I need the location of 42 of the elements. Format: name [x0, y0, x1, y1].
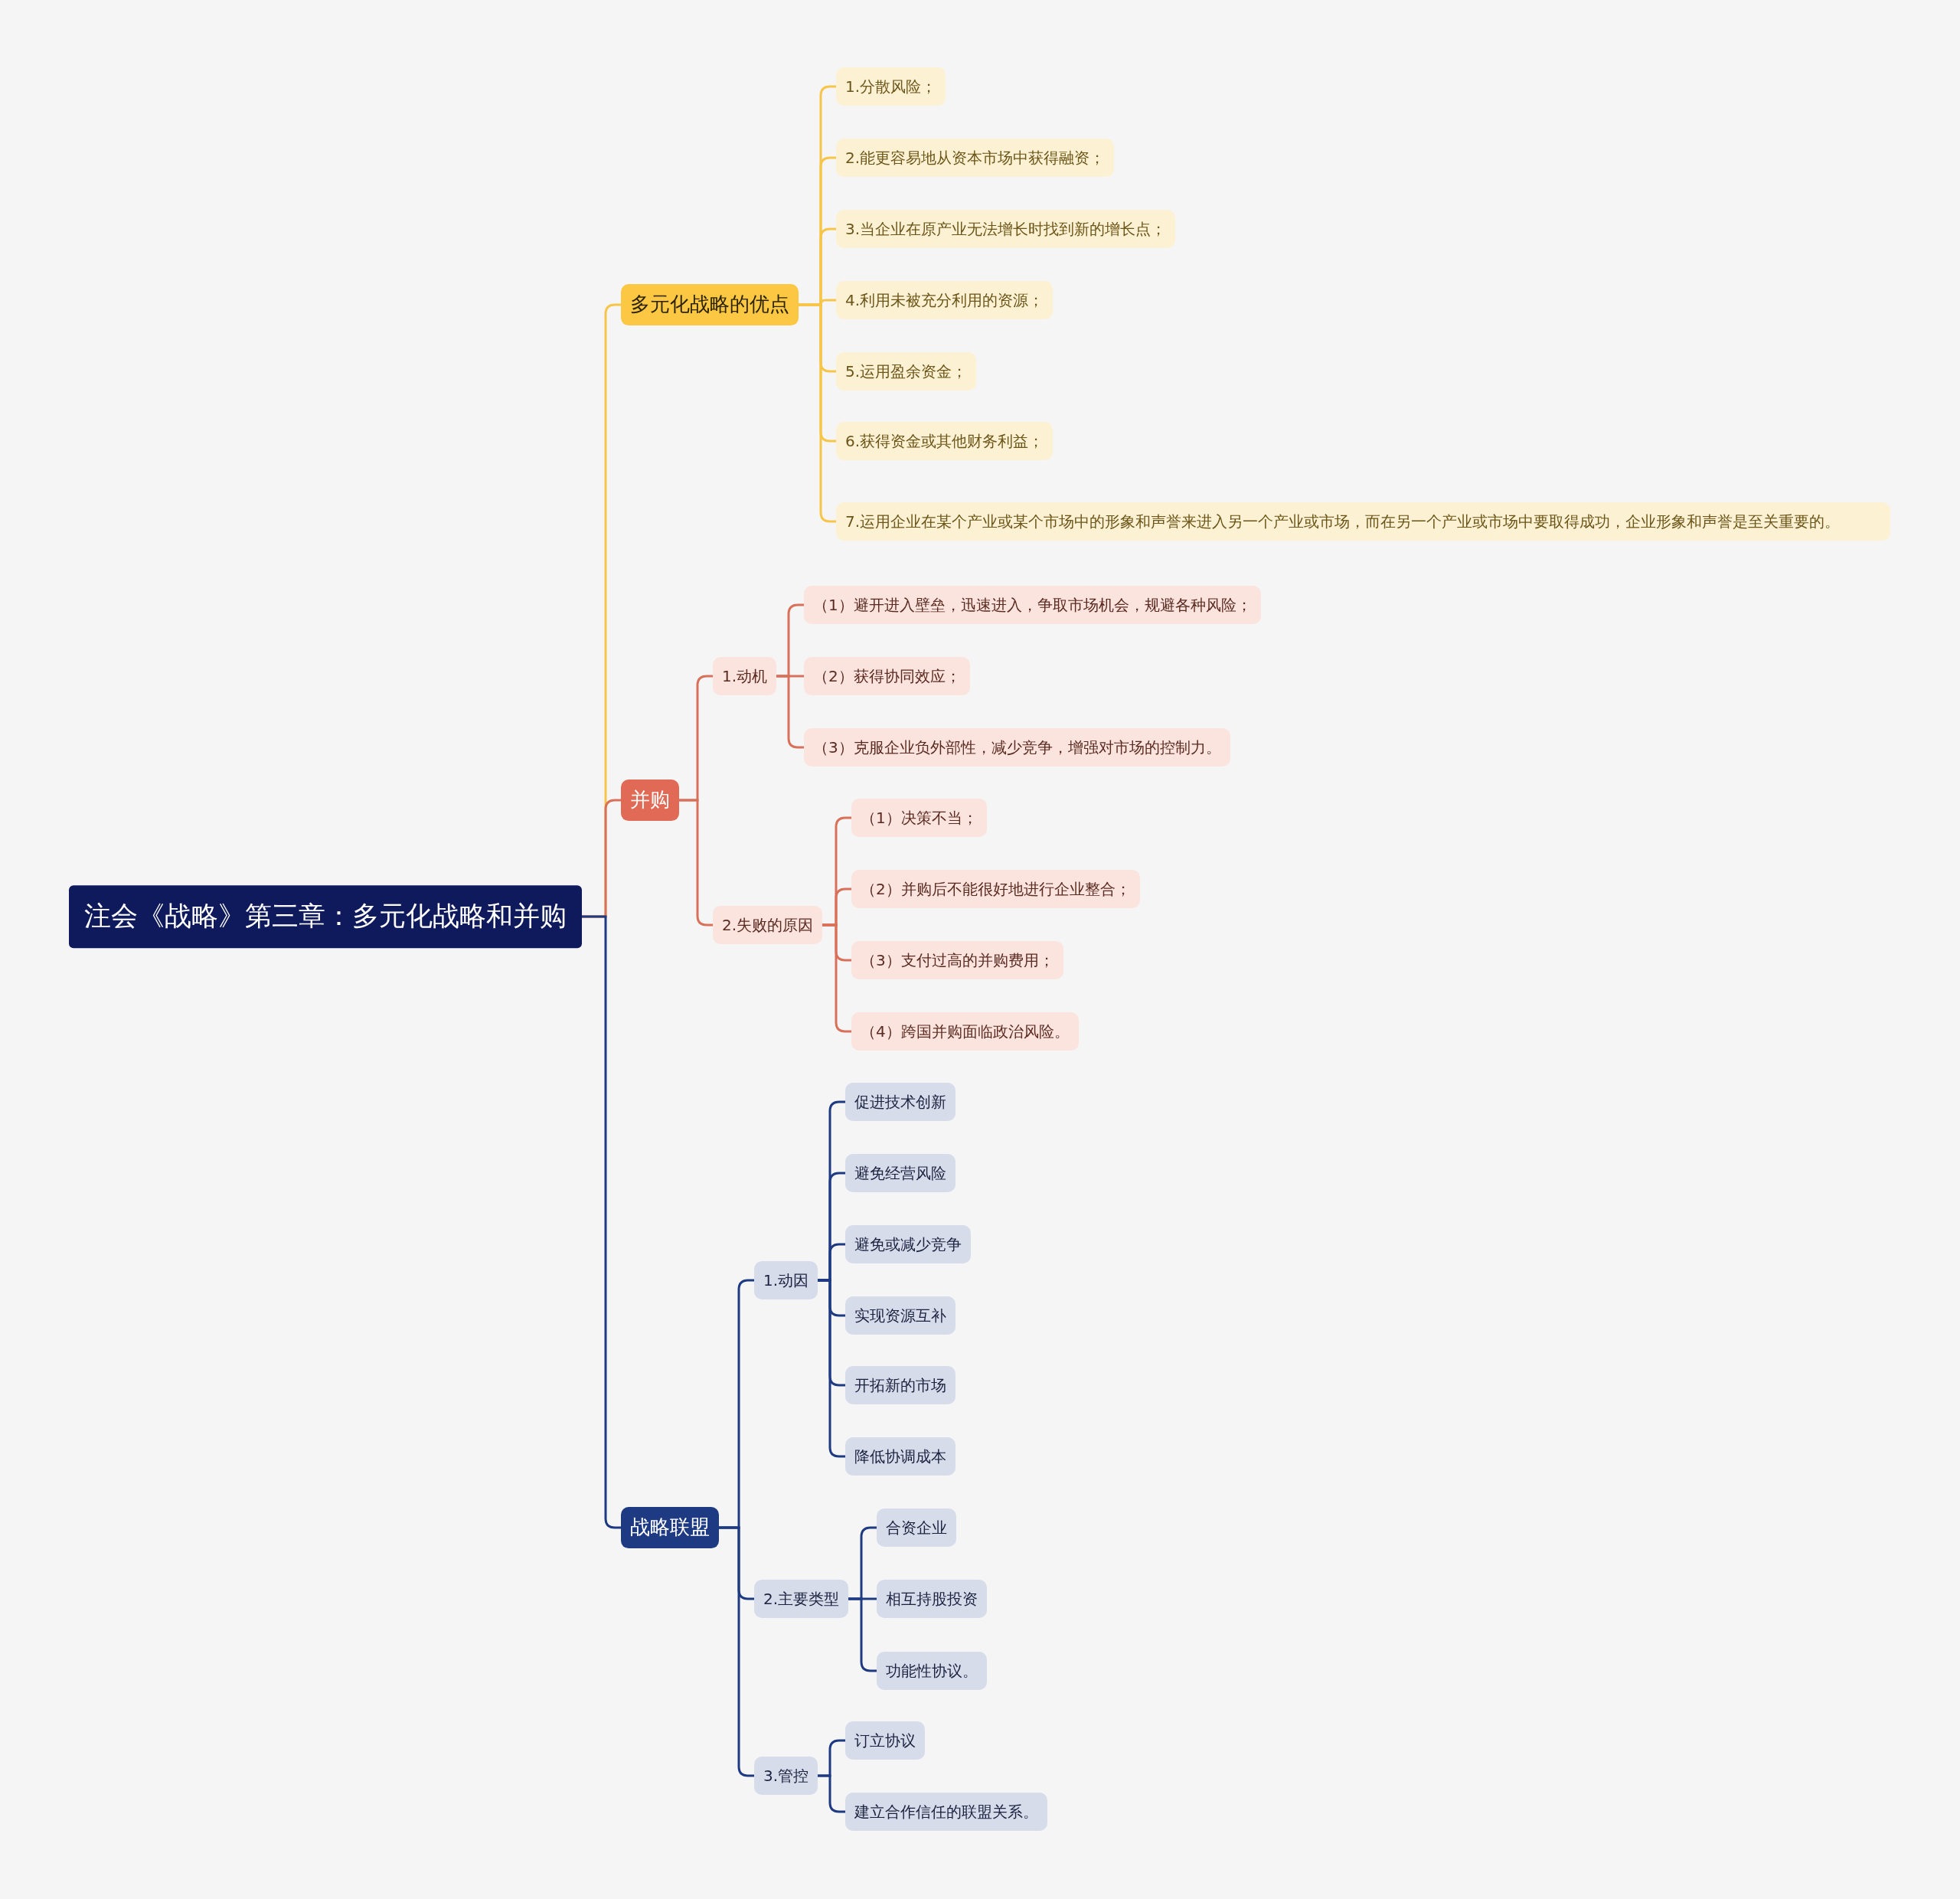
- connector: [822, 923, 851, 1033]
- subtopic: 实现资源互补: [845, 1296, 956, 1335]
- subtopic: 2.主要类型: [754, 1580, 849, 1618]
- subtopic: （2）并购后不能很好地进行企业整合；: [851, 870, 1140, 908]
- subtopic: 促进技术创新: [845, 1083, 956, 1121]
- connector: [799, 303, 836, 523]
- subtopic: 2.失败的原因: [713, 906, 823, 944]
- connector: [719, 1526, 754, 1777]
- subtopic: 建立合作信任的联盟关系。: [845, 1793, 1047, 1831]
- subtopic: 订立协议: [845, 1721, 925, 1760]
- subtopic: 4.利用未被充分利用的资源；: [836, 281, 1054, 319]
- subtopic: （2）获得协同效应；: [804, 657, 970, 695]
- subtopic: 功能性协议。: [877, 1652, 987, 1690]
- root-topic: 注会《战略》第三章：多元化战略和并购: [69, 885, 582, 948]
- subtopic: 开拓新的市场: [845, 1366, 956, 1404]
- connector: [848, 1597, 877, 1672]
- connector: [818, 1774, 845, 1813]
- branch-topic: 战略联盟: [621, 1507, 719, 1548]
- subtopic: 避免或减少竞争: [845, 1225, 971, 1263]
- subtopic: 降低协调成本: [845, 1437, 956, 1476]
- subtopic: 1.动机: [713, 657, 777, 695]
- subtopic: （1）避开进入壁垒，迅速进入，争取市场机会，规避各种风险；: [804, 586, 1261, 624]
- subtopic: （3）克服企业负外部性，减少竞争，增强对市场的控制力。: [804, 728, 1230, 766]
- subtopic: 5.运用盈余资金；: [836, 352, 977, 391]
- subtopic: 1.动因: [754, 1261, 818, 1299]
- subtopic: 6.获得资金或其他财务利益；: [836, 422, 1054, 460]
- subtopic: 3.管控: [754, 1757, 818, 1795]
- subtopic: 7.运用企业在某个产业或某个市场中的形象和声誉来进入另一个产业或市场，而在另一个产业或市场中要取得成功，企业形象和声誉是至关重要的。: [836, 502, 1890, 541]
- connector: [679, 799, 713, 927]
- subtopic: （4）跨国并购面临政治风险。: [851, 1012, 1079, 1051]
- subtopic: 1.分散风险；: [836, 67, 946, 106]
- subtopic: （1）决策不当；: [851, 799, 987, 837]
- subtopic: （3）支付过高的并购费用；: [851, 941, 1063, 979]
- subtopic: 相互持股投资: [877, 1580, 987, 1618]
- subtopic: 合资企业: [877, 1508, 956, 1547]
- connector: [818, 1279, 845, 1458]
- branch-topic: 多元化战略的优点: [621, 284, 799, 325]
- subtopic: 2.能更容易地从资本市场中获得融资；: [836, 139, 1115, 177]
- branch-topic: 并购: [621, 780, 679, 821]
- subtopic: 避免经营风险: [845, 1154, 956, 1192]
- subtopic: 3.当企业在原产业无法增长时找到新的增长点；: [836, 210, 1176, 248]
- connector: [776, 675, 804, 749]
